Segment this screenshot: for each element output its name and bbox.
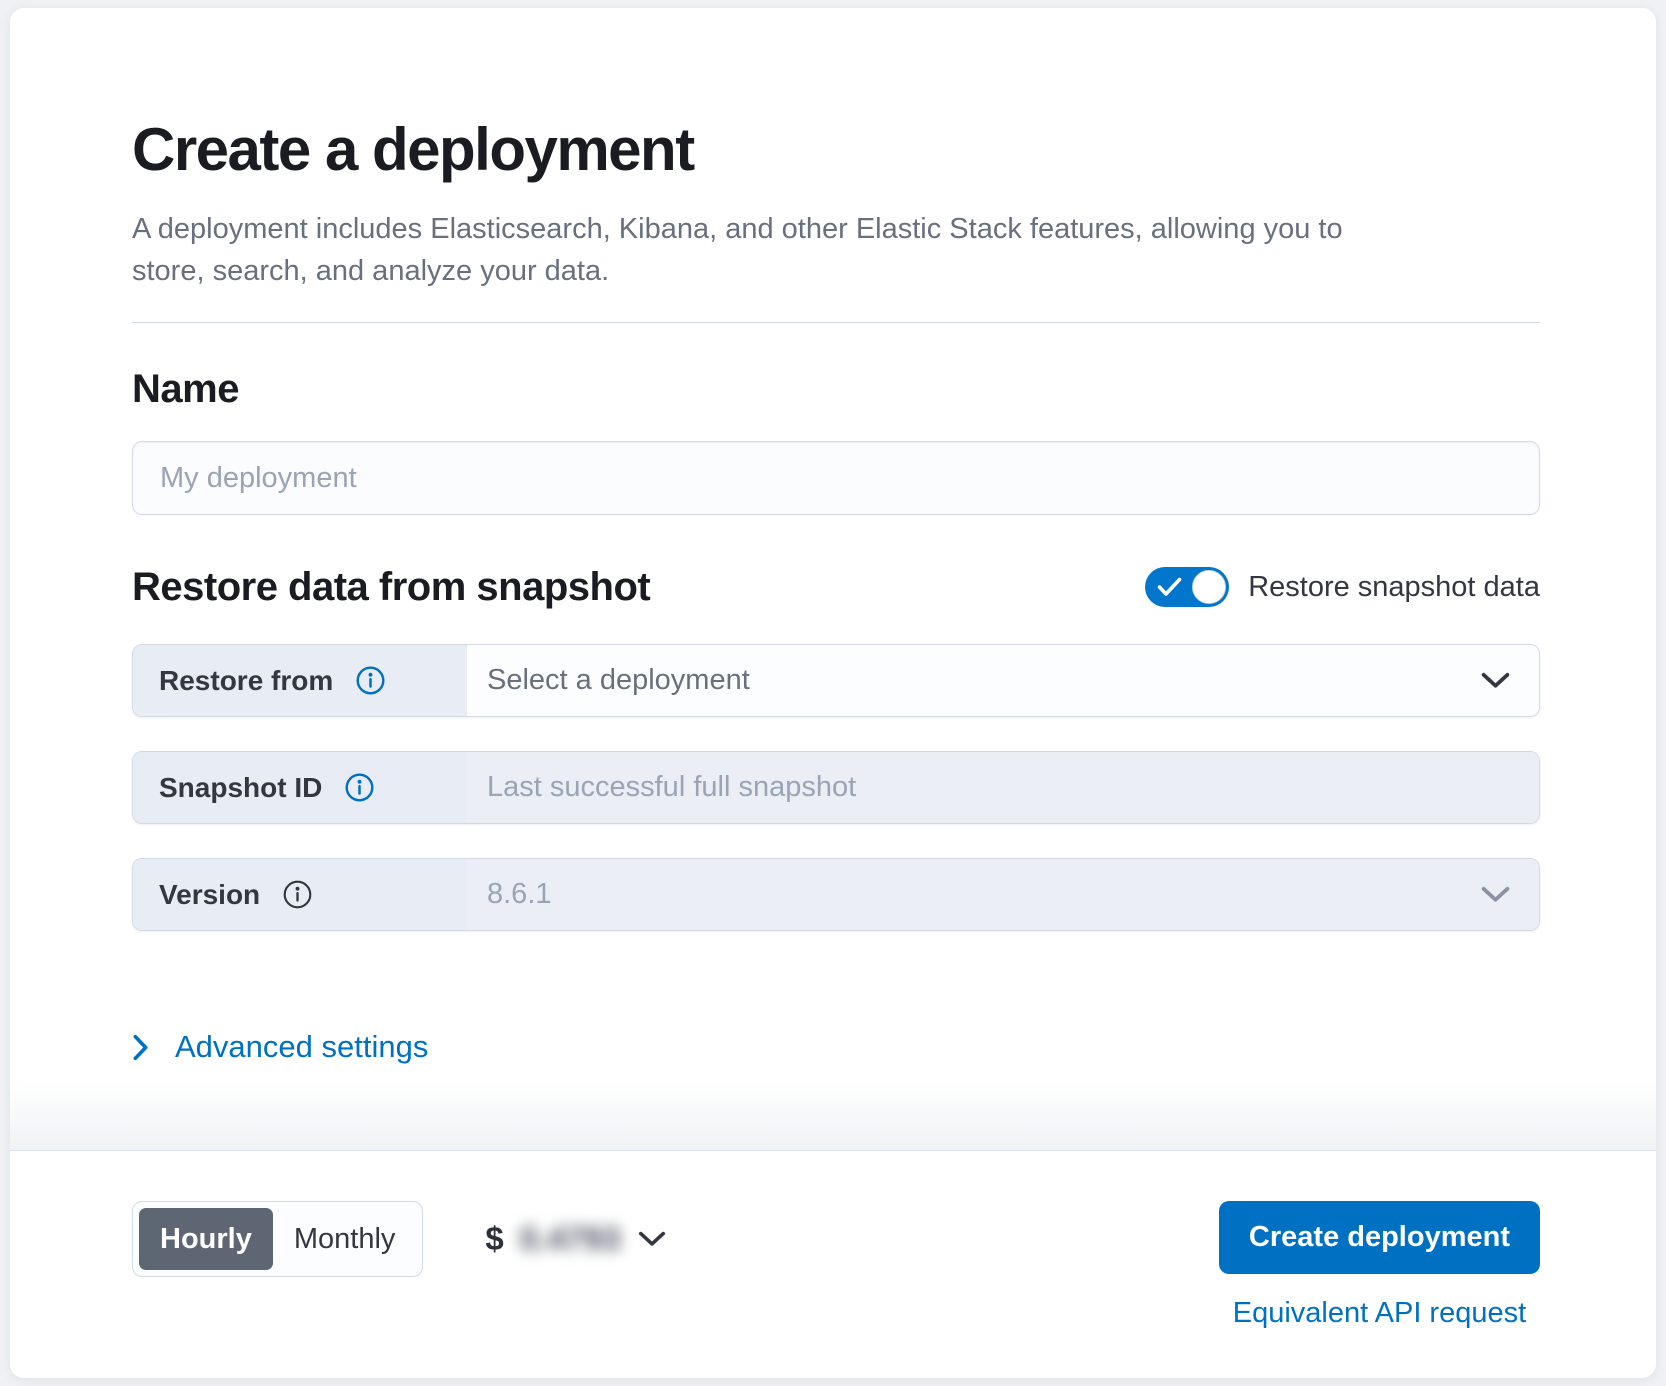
- advanced-settings-label: Advanced settings: [175, 1029, 429, 1064]
- version-row: Version 8.6.1: [132, 858, 1540, 931]
- restore-toggle-label: Restore snapshot data: [1248, 570, 1540, 603]
- snapshot-id-input: [487, 771, 1511, 804]
- restore-from-label: Restore from: [159, 664, 334, 696]
- version-select: 8.6.1: [467, 859, 1539, 930]
- billing-monthly-button[interactable]: Monthly: [273, 1208, 417, 1270]
- restore-snapshot-toggle[interactable]: [1145, 567, 1230, 607]
- page-title: Create a deployment: [132, 116, 695, 183]
- name-section-heading: Name: [132, 367, 239, 411]
- billing-hourly-button[interactable]: Hourly: [139, 1208, 273, 1270]
- checkmark-icon: [1156, 576, 1183, 598]
- create-deployment-button[interactable]: Create deployment: [1218, 1201, 1540, 1274]
- price-expander[interactable]: $ 0.4793: [485, 1220, 666, 1258]
- info-icon[interactable]: [344, 772, 375, 803]
- info-icon[interactable]: [355, 665, 386, 696]
- advanced-settings-link[interactable]: Advanced settings: [132, 1027, 428, 1067]
- equivalent-api-request-link[interactable]: Equivalent API request: [1232, 1297, 1527, 1329]
- footer-bar: Hourly Monthly $ 0.4793 Create deploymen…: [10, 1150, 1656, 1378]
- toggle-knob: [1192, 570, 1227, 604]
- restore-from-value: Select a deployment: [487, 664, 750, 696]
- version-value: 8.6.1: [487, 878, 552, 910]
- restore-from-row: Restore from Select a deployment: [132, 644, 1540, 717]
- create-deployment-panel: Create a deployment A deployment include…: [10, 8, 1656, 1378]
- version-label-panel: Version: [133, 859, 467, 930]
- divider: [132, 322, 1540, 323]
- billing-interval-group: Hourly Monthly: [132, 1201, 424, 1277]
- deployment-name-input[interactable]: [132, 441, 1540, 515]
- chevron-down-icon: [1480, 885, 1511, 904]
- version-label: Version: [159, 878, 261, 910]
- chevron-down-icon: [1480, 671, 1511, 690]
- snapshot-id-field: [467, 752, 1539, 823]
- snapshot-id-label-panel: Snapshot ID: [133, 752, 467, 823]
- footer-shadow: [10, 1080, 1656, 1150]
- restore-from-select[interactable]: Select a deployment: [467, 645, 1539, 716]
- chevron-down-icon: [637, 1230, 667, 1248]
- snapshot-id-row: Snapshot ID: [132, 751, 1540, 824]
- chevron-right-icon: [132, 1033, 149, 1062]
- price-amount-blurred: 0.4793: [519, 1220, 621, 1257]
- restore-section-heading: Restore data from snapshot: [132, 565, 651, 609]
- snapshot-id-label: Snapshot ID: [159, 771, 323, 803]
- page-subtitle: A deployment includes Elasticsearch, Kib…: [132, 213, 1343, 287]
- price-currency: $: [485, 1220, 504, 1257]
- restore-from-label-panel: Restore from: [133, 645, 467, 716]
- main-content: Create a deployment A deployment include…: [10, 8, 1656, 1067]
- info-icon[interactable]: [282, 879, 313, 910]
